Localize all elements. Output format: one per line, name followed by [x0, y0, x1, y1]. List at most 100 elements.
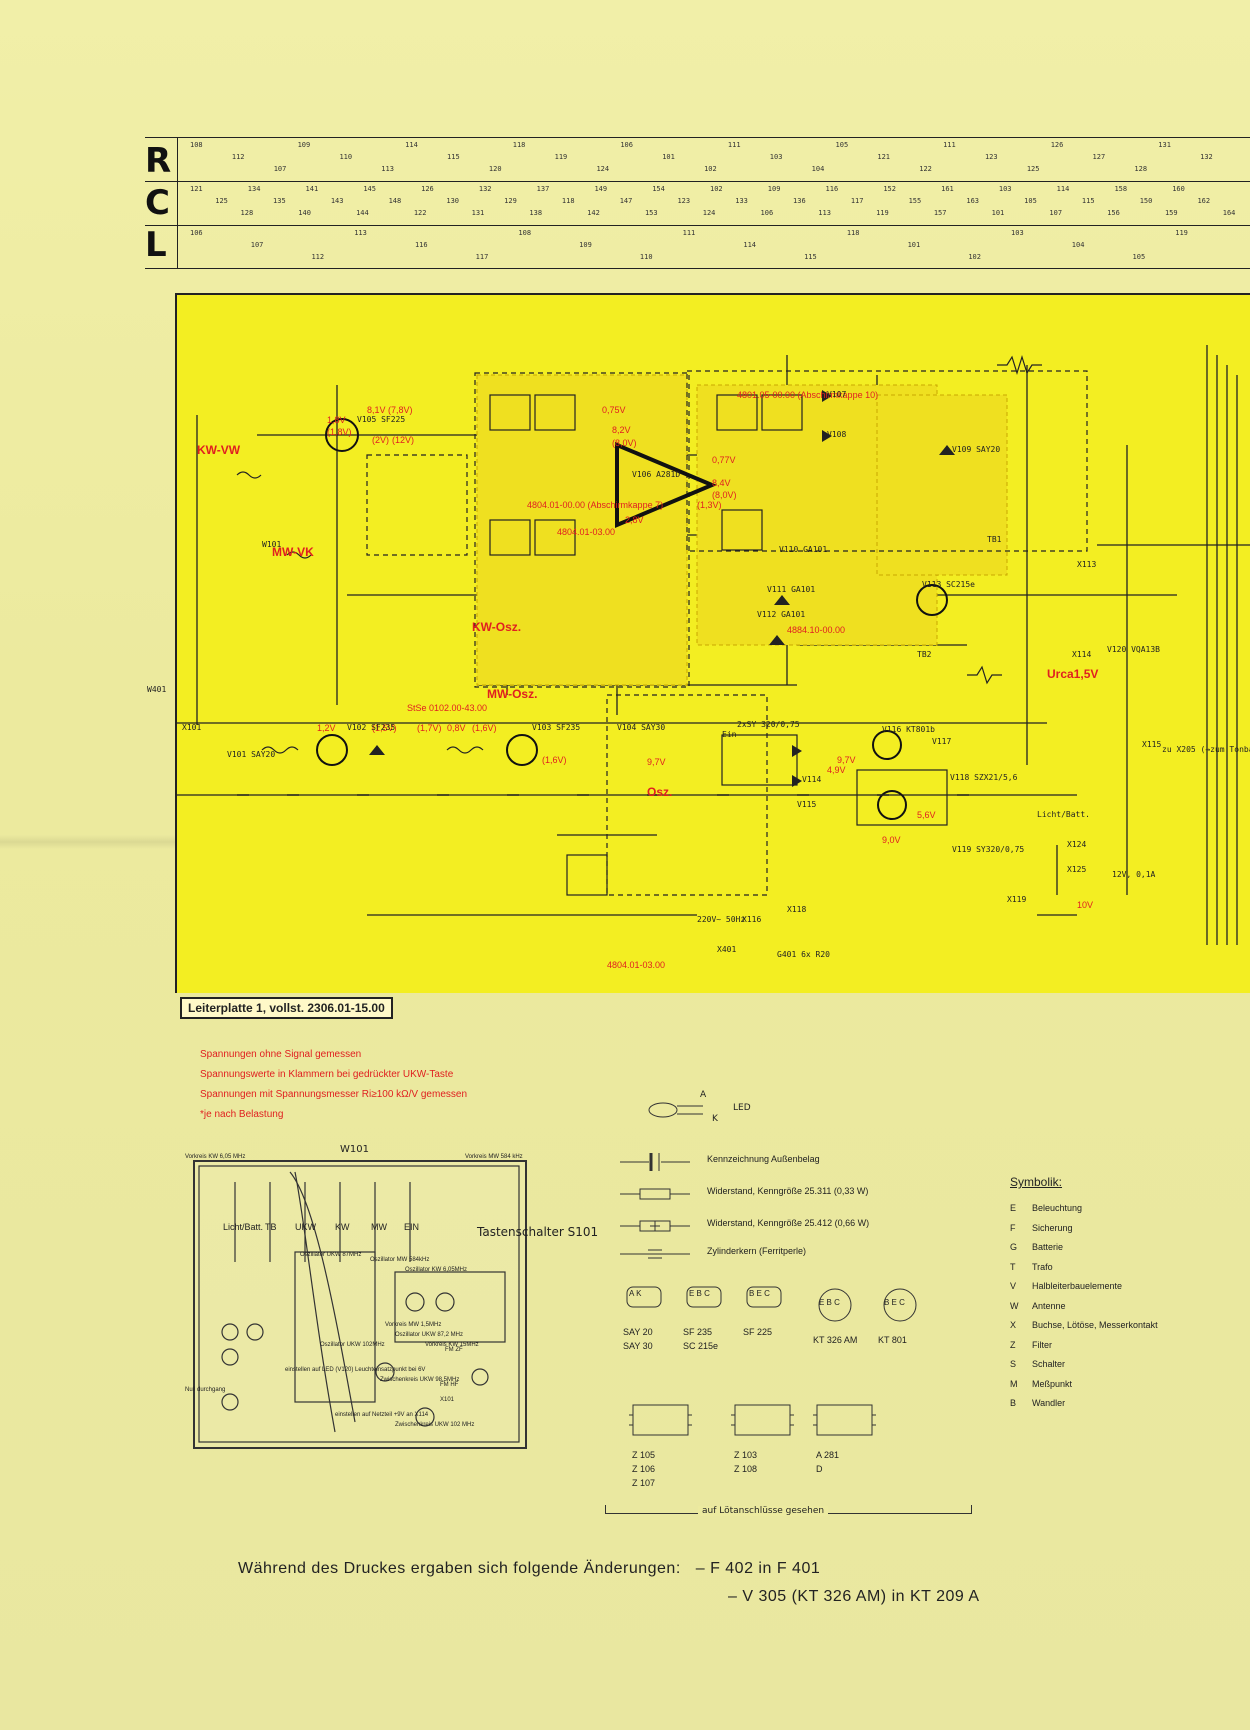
- adjust-label: einstellen auf Netzteil +9V an X114: [335, 1412, 429, 1418]
- module-name: A 281: [816, 1450, 840, 1460]
- package-pins: A K: [629, 1289, 642, 1298]
- rcl-number: 162: [1197, 197, 1211, 205]
- voltage-value: 2,8V: [625, 515, 644, 525]
- rcl-number: 111: [682, 229, 696, 237]
- rcl-number: 117: [475, 253, 489, 261]
- voltage-value: 9,7V: [647, 757, 666, 767]
- rcl-number: 110: [339, 153, 353, 161]
- rcl-letter-l: L: [145, 225, 167, 265]
- rcl-number: 119: [876, 209, 889, 217]
- voltage-value: (1,7V): [417, 723, 442, 733]
- voltage-value: (2V): [372, 435, 390, 445]
- voltage-value: 10V: [1077, 900, 1094, 910]
- rcl-number: 112: [311, 253, 325, 261]
- rcl-number: 112: [231, 153, 245, 161]
- note-line: Spannungen ohne Signal gemessen: [200, 1049, 362, 1060]
- symbolik-key: M: [1010, 1378, 1018, 1389]
- symbolik-title: Symbolik:: [1010, 1175, 1063, 1189]
- rcl-number: 145: [363, 185, 376, 193]
- rcl-number: 114: [743, 241, 757, 249]
- transistor-label: V107: [827, 390, 847, 399]
- rcl-number: 144: [356, 209, 369, 217]
- voltage-value: 8,1V (7,8V): [367, 405, 413, 415]
- misc-label: zu X205 (→zum Tonband): [1162, 745, 1250, 754]
- symbolik-key: S: [1010, 1359, 1017, 1369]
- transistor-label: V120 VQA13B: [1107, 645, 1160, 654]
- rcl-number: 106: [190, 229, 203, 237]
- rcl-number: 103: [769, 153, 783, 161]
- rcl-number: 125: [215, 197, 228, 205]
- symbolik-value: Sicherung: [1032, 1222, 1073, 1233]
- transistor-label: V101 SAY20: [227, 750, 276, 759]
- rcl-number: 111: [943, 141, 956, 149]
- rcl-number: 115: [447, 153, 460, 161]
- symbolik-key: W: [1010, 1300, 1019, 1311]
- connector-label: X115: [1142, 740, 1162, 749]
- misc-label: Licht/Batt.: [1037, 810, 1090, 819]
- changes-lead: Während des Druckes ergaben sich folgend…: [238, 1560, 681, 1577]
- rcl-number: 148: [388, 197, 402, 205]
- transistor-label: V111 GA101: [767, 585, 816, 594]
- adjust-label: X101: [440, 1397, 455, 1403]
- rcl-number: 113: [354, 229, 367, 237]
- rcl-number: 164: [1222, 209, 1236, 217]
- rcl-number: 157: [933, 209, 947, 217]
- rcl-number: 132: [1200, 153, 1213, 161]
- switch-label: EIN: [404, 1222, 420, 1232]
- capacitor-marking-icon: [620, 1153, 690, 1171]
- transistor-label: V113 SC215e: [922, 580, 975, 589]
- label-mw-vk: MW-VK: [272, 545, 314, 559]
- symbolik-value: Batterie: [1032, 1242, 1064, 1252]
- symbolik-key: B: [1010, 1398, 1017, 1408]
- voltage-value: (1,6V): [542, 755, 567, 765]
- rcl-number: 105: [1024, 197, 1037, 205]
- rcl-number: 155: [908, 197, 922, 205]
- schematic-board: KW-VW MW-VK KW-Osz. MW-Osz. Osz. Urca1,5…: [147, 293, 1250, 993]
- led-pin-k: K: [712, 1114, 718, 1124]
- module-name: Z 107: [632, 1478, 656, 1488]
- rcl-number: 102: [710, 185, 723, 193]
- transistor-label: V105 SF225: [357, 415, 406, 424]
- rcl-number: 110: [639, 253, 653, 261]
- rcl-number: 118: [846, 229, 860, 237]
- label-kw-osz: KW-Osz.: [472, 620, 522, 634]
- rcl-number: 147: [619, 197, 633, 205]
- module-label: 4804.01-03.00: [607, 960, 666, 970]
- symbolik-value: Beleuchtung: [1032, 1203, 1083, 1213]
- note-line: *je nach Belastung: [200, 1109, 284, 1120]
- rcl-number: 123: [677, 197, 691, 205]
- transistor-label: V114: [802, 775, 822, 784]
- note-line: Spannungswerte in Klammern bei gedrückte…: [200, 1069, 454, 1080]
- adjust-label: FM HF: [440, 1382, 459, 1388]
- transistor-label: V102 SF235: [347, 723, 396, 732]
- legend-row: Kennzeichnung Außenbelag: [615, 1150, 1035, 1174]
- changes-line-1: – F 402 in F 401: [695, 1560, 821, 1577]
- led-pin-a: A: [700, 1090, 707, 1100]
- rcl-number: 143: [330, 197, 344, 205]
- resistor-033w-icon: [620, 1188, 690, 1200]
- module-name: Z 103: [734, 1450, 758, 1460]
- label-mw-osz: MW-Osz.: [487, 687, 538, 701]
- connector-label: X119: [1007, 895, 1027, 904]
- transistor-label: V112 GA101: [757, 610, 806, 619]
- round-package-icon: [818, 1288, 852, 1322]
- symbolik-row: S Schalter: [1010, 1359, 1158, 1379]
- symbolik-value: Filter: [1032, 1339, 1052, 1350]
- rcl-letter-c: C: [145, 183, 170, 223]
- legend-text: Kennzeichnung Außenbelag: [707, 1154, 820, 1164]
- symbolik-value: Schalter: [1032, 1359, 1066, 1369]
- rcl-number: 118: [512, 141, 526, 149]
- voltage-value: 0,77V: [712, 455, 736, 465]
- symbolik-key: F: [1010, 1222, 1016, 1233]
- voltage-value: (1,5V): [372, 723, 397, 733]
- rcl-number: 159: [1164, 209, 1178, 217]
- connector-label: X401: [717, 945, 737, 954]
